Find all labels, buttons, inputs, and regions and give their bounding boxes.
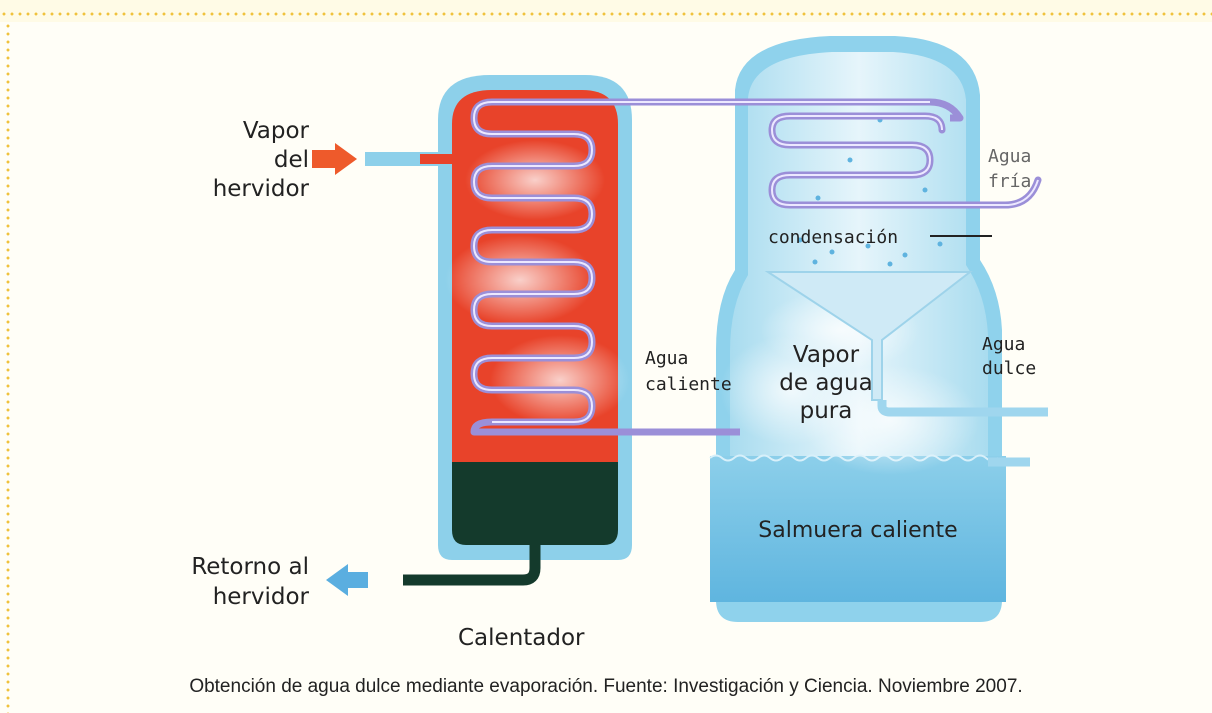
dotted-top-border [0,0,1212,22]
label-agua-dulce-1: Agua [982,334,1025,355]
label-vapor-pura-2: de agua [779,370,872,396]
heater-vessel [438,75,632,560]
label-salmuera: Salmuera caliente [758,518,957,543]
condensate-reservoir [452,462,618,545]
figure-caption: Obtención de agua dulce mediante evapora… [189,676,1023,697]
label-condensacion: condensación [768,227,898,248]
label-agua-fria-1: Agua [988,146,1031,167]
label-vapor-pura-1: Vapor [793,342,860,368]
dotted-left-border [0,22,16,713]
return-arrow [326,564,368,596]
return-pipe [403,545,541,586]
label-vapor-in-1: Vapor [243,118,310,144]
brine-pool [710,456,1006,602]
label-agua-dulce-2: dulce [982,358,1036,379]
label-retorno-1: Retorno al [191,554,309,580]
label-vapor-in-3: hervidor [213,176,310,202]
label-vapor-in-2: del [274,147,309,173]
evaporator-vessel [709,36,1048,622]
label-calentador: Calentador [458,625,585,651]
label-agua-caliente-1: Agua [645,348,688,369]
label-vapor-pura-3: pura [800,398,853,424]
label-retorno-2: hervidor [213,584,310,610]
label-agua-caliente-2: caliente [645,374,732,395]
fresh-water-pipe [877,400,1048,417]
steam-inlet-arrow [312,143,357,175]
label-agua-fria-2: fría [988,171,1031,192]
